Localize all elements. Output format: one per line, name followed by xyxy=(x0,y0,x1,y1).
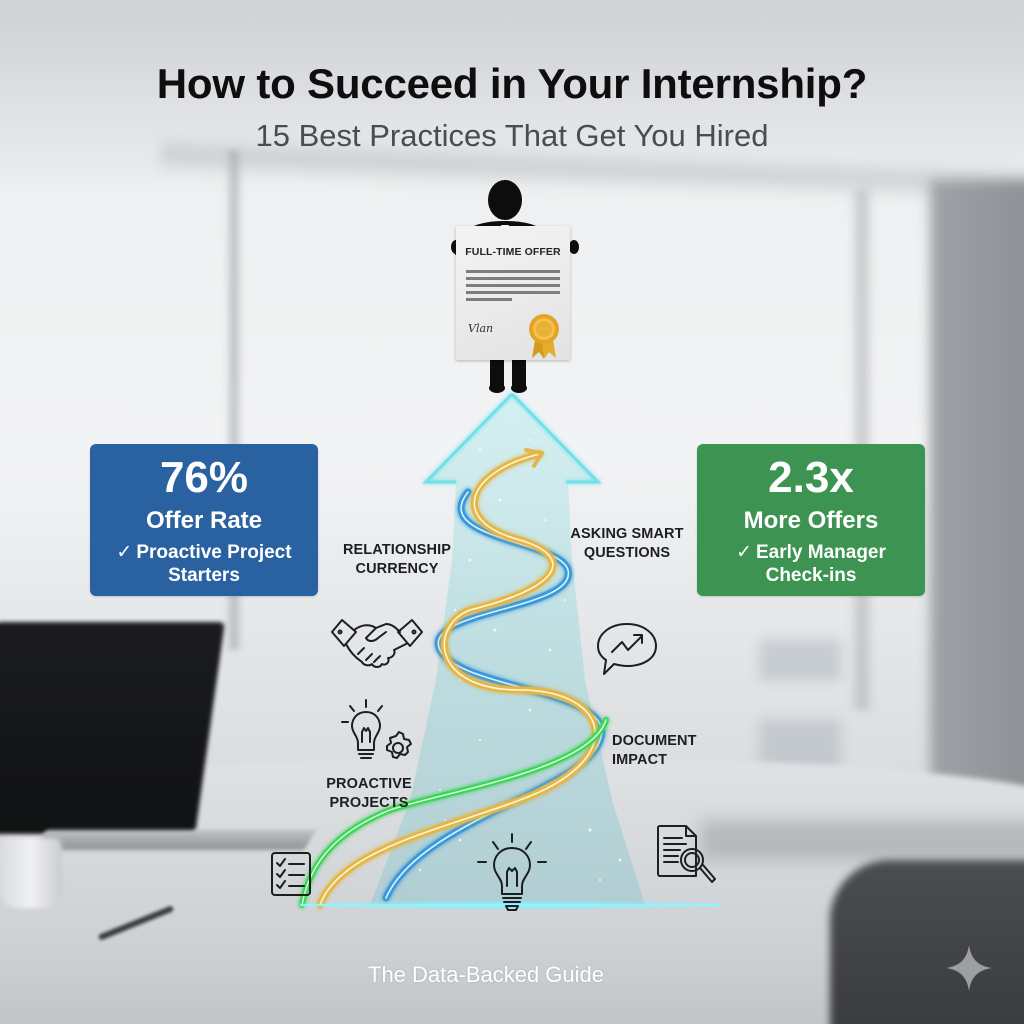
background-wall-right xyxy=(930,180,1024,880)
label-line: ASKING SMART xyxy=(570,526,684,542)
sparkle-icon xyxy=(946,945,992,991)
handshake-icon xyxy=(331,619,423,668)
coffee-cup xyxy=(0,838,62,908)
practice-label-asking-smart-questions: ASKING SMART QUESTIONS xyxy=(556,525,698,563)
label-line: PROACTIVE xyxy=(326,776,412,792)
stat-note-text: Proactive Project Starters xyxy=(136,542,292,587)
chair xyxy=(830,860,1024,1024)
chair-shadow xyxy=(700,820,1024,860)
laptop-screen xyxy=(0,622,225,834)
award-seal-icon xyxy=(529,314,559,359)
document-line xyxy=(466,298,512,301)
stat-label: Offer Rate xyxy=(145,507,263,534)
practice-label-proactive-projects: PROACTIVE PROJECTS xyxy=(318,775,420,813)
stat-label: More Offers xyxy=(743,507,879,534)
document-line xyxy=(466,277,560,280)
lightbulb-gear-icon xyxy=(341,699,412,759)
document-search-icon xyxy=(657,825,716,883)
full-time-offer-document: FULL-TIME OFFER Vlan xyxy=(456,226,570,360)
page-subtitle: 15 Best Practices That Get You Hired xyxy=(255,118,769,153)
stat-note: ✓Proactive Project Starters xyxy=(90,542,318,588)
background-window xyxy=(760,640,840,680)
label-line: IMPACT xyxy=(612,751,668,768)
chat-trend-icon xyxy=(597,623,657,675)
page-title: How to Succeed in Your Internship? xyxy=(156,60,868,107)
check-icon: ✓ xyxy=(116,542,133,564)
background-ceiling xyxy=(0,0,1024,200)
label-line: RELATIONSHIP xyxy=(342,542,452,558)
offer-title: FULL-TIME OFFER xyxy=(465,246,561,258)
laptop-base xyxy=(34,830,316,850)
stat-note: ✓Early Manager Check-ins xyxy=(697,542,925,588)
check-icon: ✓ xyxy=(736,542,752,564)
stat-value: 76% xyxy=(159,453,249,502)
label-line: DOCUMENT xyxy=(612,733,697,749)
stat-note-text: Early Manager Check-ins xyxy=(756,542,886,587)
signature: Vlan xyxy=(468,322,494,335)
footer-tagline: The Data-Backed Guide xyxy=(368,962,605,987)
label-line: QUESTIONS xyxy=(583,544,671,561)
label-line: PROJECTS xyxy=(329,794,409,811)
practice-label-relationship-currency: RELATIONSHIP CURRENCY xyxy=(333,541,461,579)
label-line: CURRENCY xyxy=(355,560,439,577)
document-line xyxy=(466,284,560,287)
lightbulb-icon xyxy=(477,833,547,911)
stat-card-offer-rate: 76% Offer Rate ✓Proactive Project Starte… xyxy=(90,444,318,596)
document-line xyxy=(466,270,560,273)
document-line xyxy=(466,291,560,294)
checklist-icon xyxy=(271,852,311,896)
stat-value: 2.3x xyxy=(768,453,854,502)
stat-card-more-offers: 2.3x More Offers ✓Early Manager Check-in… xyxy=(697,444,925,596)
practice-label-document-impact: DOCUMENT IMPACT xyxy=(612,732,716,770)
